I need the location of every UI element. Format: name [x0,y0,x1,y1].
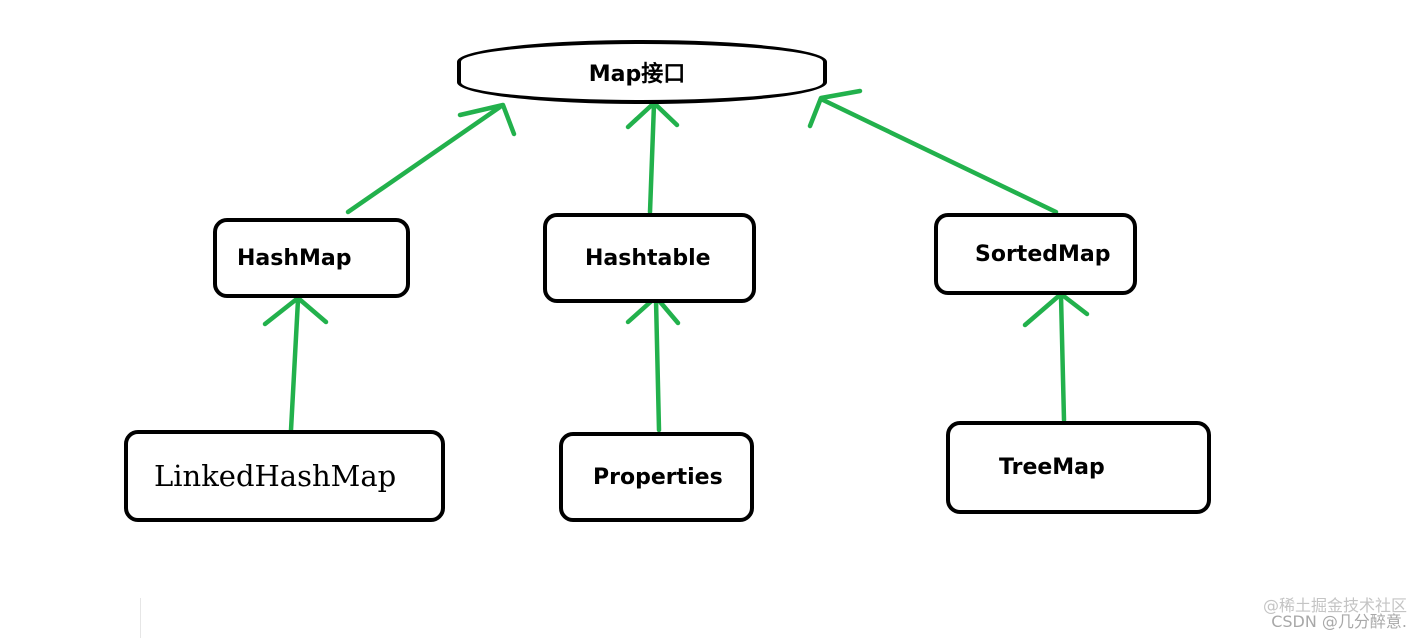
hashmap-label: HashMap [237,245,352,271]
arrow-hashmap-to-map [345,102,517,215]
arrow-hashtable-to-map [625,100,680,215]
treemap-label: TreeMap [999,455,1105,480]
arrow-treemap-to-sortedmap [1022,291,1090,423]
sortedmap-node: SortedMap [934,213,1137,295]
hashtable-node: Hashtable [543,213,756,303]
watermark-csdn: CSDN @几分醉意. [1271,612,1407,631]
map-interface-label: Map接口 [588,62,686,87]
treemap-node: TreeMap [946,421,1211,514]
page-edge-divider [140,598,141,638]
sortedmap-label: SortedMap [975,241,1111,267]
map-interface-node: Map接口 [457,40,827,104]
watermark-juejin: @稀土掘金技术社区 [1262,596,1407,615]
hashmap-node: HashMap [213,218,410,298]
linkedhashmap-node: LinkedHashMap [124,430,445,522]
linkedhashmap-label: LinkedHashMap [154,459,397,493]
properties-label: Properties [593,464,723,490]
arrow-sortedmap-to-map [807,88,1059,215]
hashtable-label: Hashtable [585,245,711,271]
arrow-properties-to-hashtable [625,294,681,433]
watermark: @稀土掘金技术社区 CSDN @几分醉意. [1263,598,1407,631]
arrow-linkedhashmap-to-hashmap [262,295,329,433]
properties-node: Properties [559,432,754,522]
